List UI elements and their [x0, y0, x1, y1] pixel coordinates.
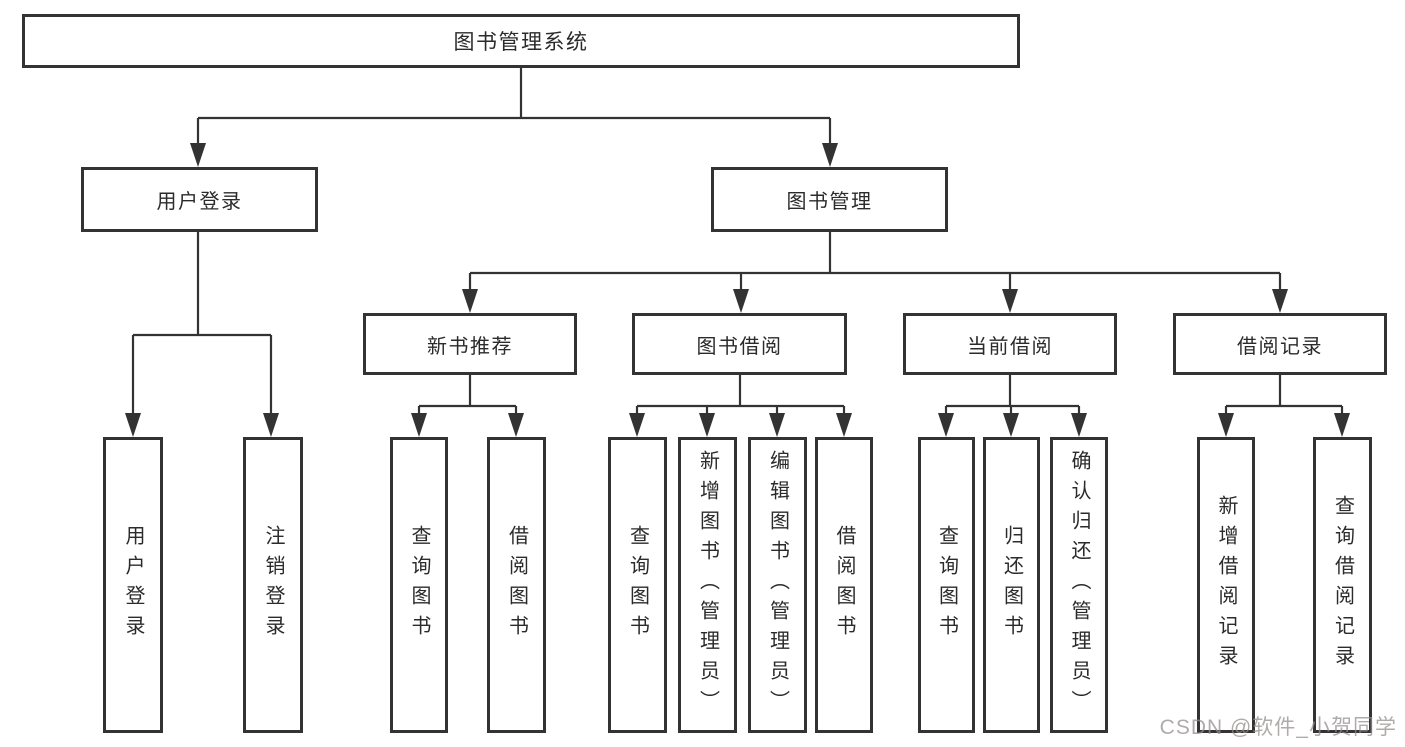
node-book-management-label: 图书管理	[786, 191, 873, 213]
node-new-book-recommend-label: 新书推荐	[427, 335, 513, 358]
leaf-cb-confirm-return-admin: 确认归还（管理员）	[1050, 437, 1108, 733]
leaf-cb-confirm-return-admin-label: 确认归还（管理员）	[1068, 450, 1090, 720]
leaf-br-query-record-label: 查询借阅记录	[1331, 495, 1354, 675]
leaf-bb-query-books-label: 查询图书	[626, 525, 649, 645]
node-new-book-recommend: 新书推荐	[363, 313, 577, 375]
node-book-management: 图书管理	[711, 167, 948, 232]
node-current-borrowing: 当前借阅	[903, 313, 1117, 375]
node-borrowing-records-label: 借阅记录	[1237, 335, 1323, 358]
node-user-login: 用户登录	[81, 167, 318, 232]
leaf-logout-label: 注销登录	[262, 525, 284, 645]
leaf-nbr-query-books: 查询图书	[390, 437, 448, 733]
leaf-nbr-borrow-books-label: 借阅图书	[505, 525, 528, 645]
node-root-label: 图书管理系统	[453, 31, 589, 54]
leaf-br-query-record: 查询借阅记录	[1313, 437, 1372, 733]
leaf-bb-add-books-admin: 新增图书（管理员）	[678, 437, 737, 733]
leaf-logout: 注销登录	[243, 437, 303, 733]
leaf-bb-borrow-books-label: 借阅图书	[833, 525, 855, 645]
leaf-br-add-record-label: 新增借阅记录	[1215, 495, 1237, 675]
leaf-user-login-label: 用户登录	[122, 525, 144, 645]
leaf-bb-add-books-admin-label: 新增图书（管理员）	[696, 450, 719, 720]
leaf-cb-return-books: 归还图书	[983, 437, 1040, 733]
leaf-nbr-borrow-books: 借阅图书	[487, 437, 546, 733]
watermark: CSDN @软件_小贺同学	[1159, 716, 1397, 739]
leaf-bb-edit-books-admin-label: 编辑图书（管理员）	[766, 450, 789, 720]
arrowheads	[125, 143, 1350, 437]
leaf-bb-edit-books-admin: 编辑图书（管理员）	[748, 437, 807, 733]
leaf-bb-borrow-books: 借阅图书	[815, 437, 873, 733]
leaf-nbr-query-books-label: 查询图书	[408, 525, 430, 645]
node-current-borrowing-label: 当前借阅	[967, 335, 1053, 358]
node-borrowing-records: 借阅记录	[1173, 313, 1387, 375]
leaf-bb-query-books: 查询图书	[608, 437, 667, 733]
leaf-br-add-record: 新增借阅记录	[1197, 437, 1255, 733]
node-book-borrowing-label: 图书借阅	[696, 335, 783, 358]
node-root: 图书管理系统	[22, 14, 1020, 68]
leaf-cb-return-books-label: 归还图书	[1000, 525, 1023, 645]
leaf-cb-query-books-label: 查询图书	[935, 525, 958, 645]
leaf-user-login: 用户登录	[103, 437, 163, 733]
leaf-cb-query-books: 查询图书	[918, 437, 975, 733]
node-book-borrowing: 图书借阅	[632, 313, 847, 375]
node-user-login-label: 用户登录	[156, 191, 243, 213]
